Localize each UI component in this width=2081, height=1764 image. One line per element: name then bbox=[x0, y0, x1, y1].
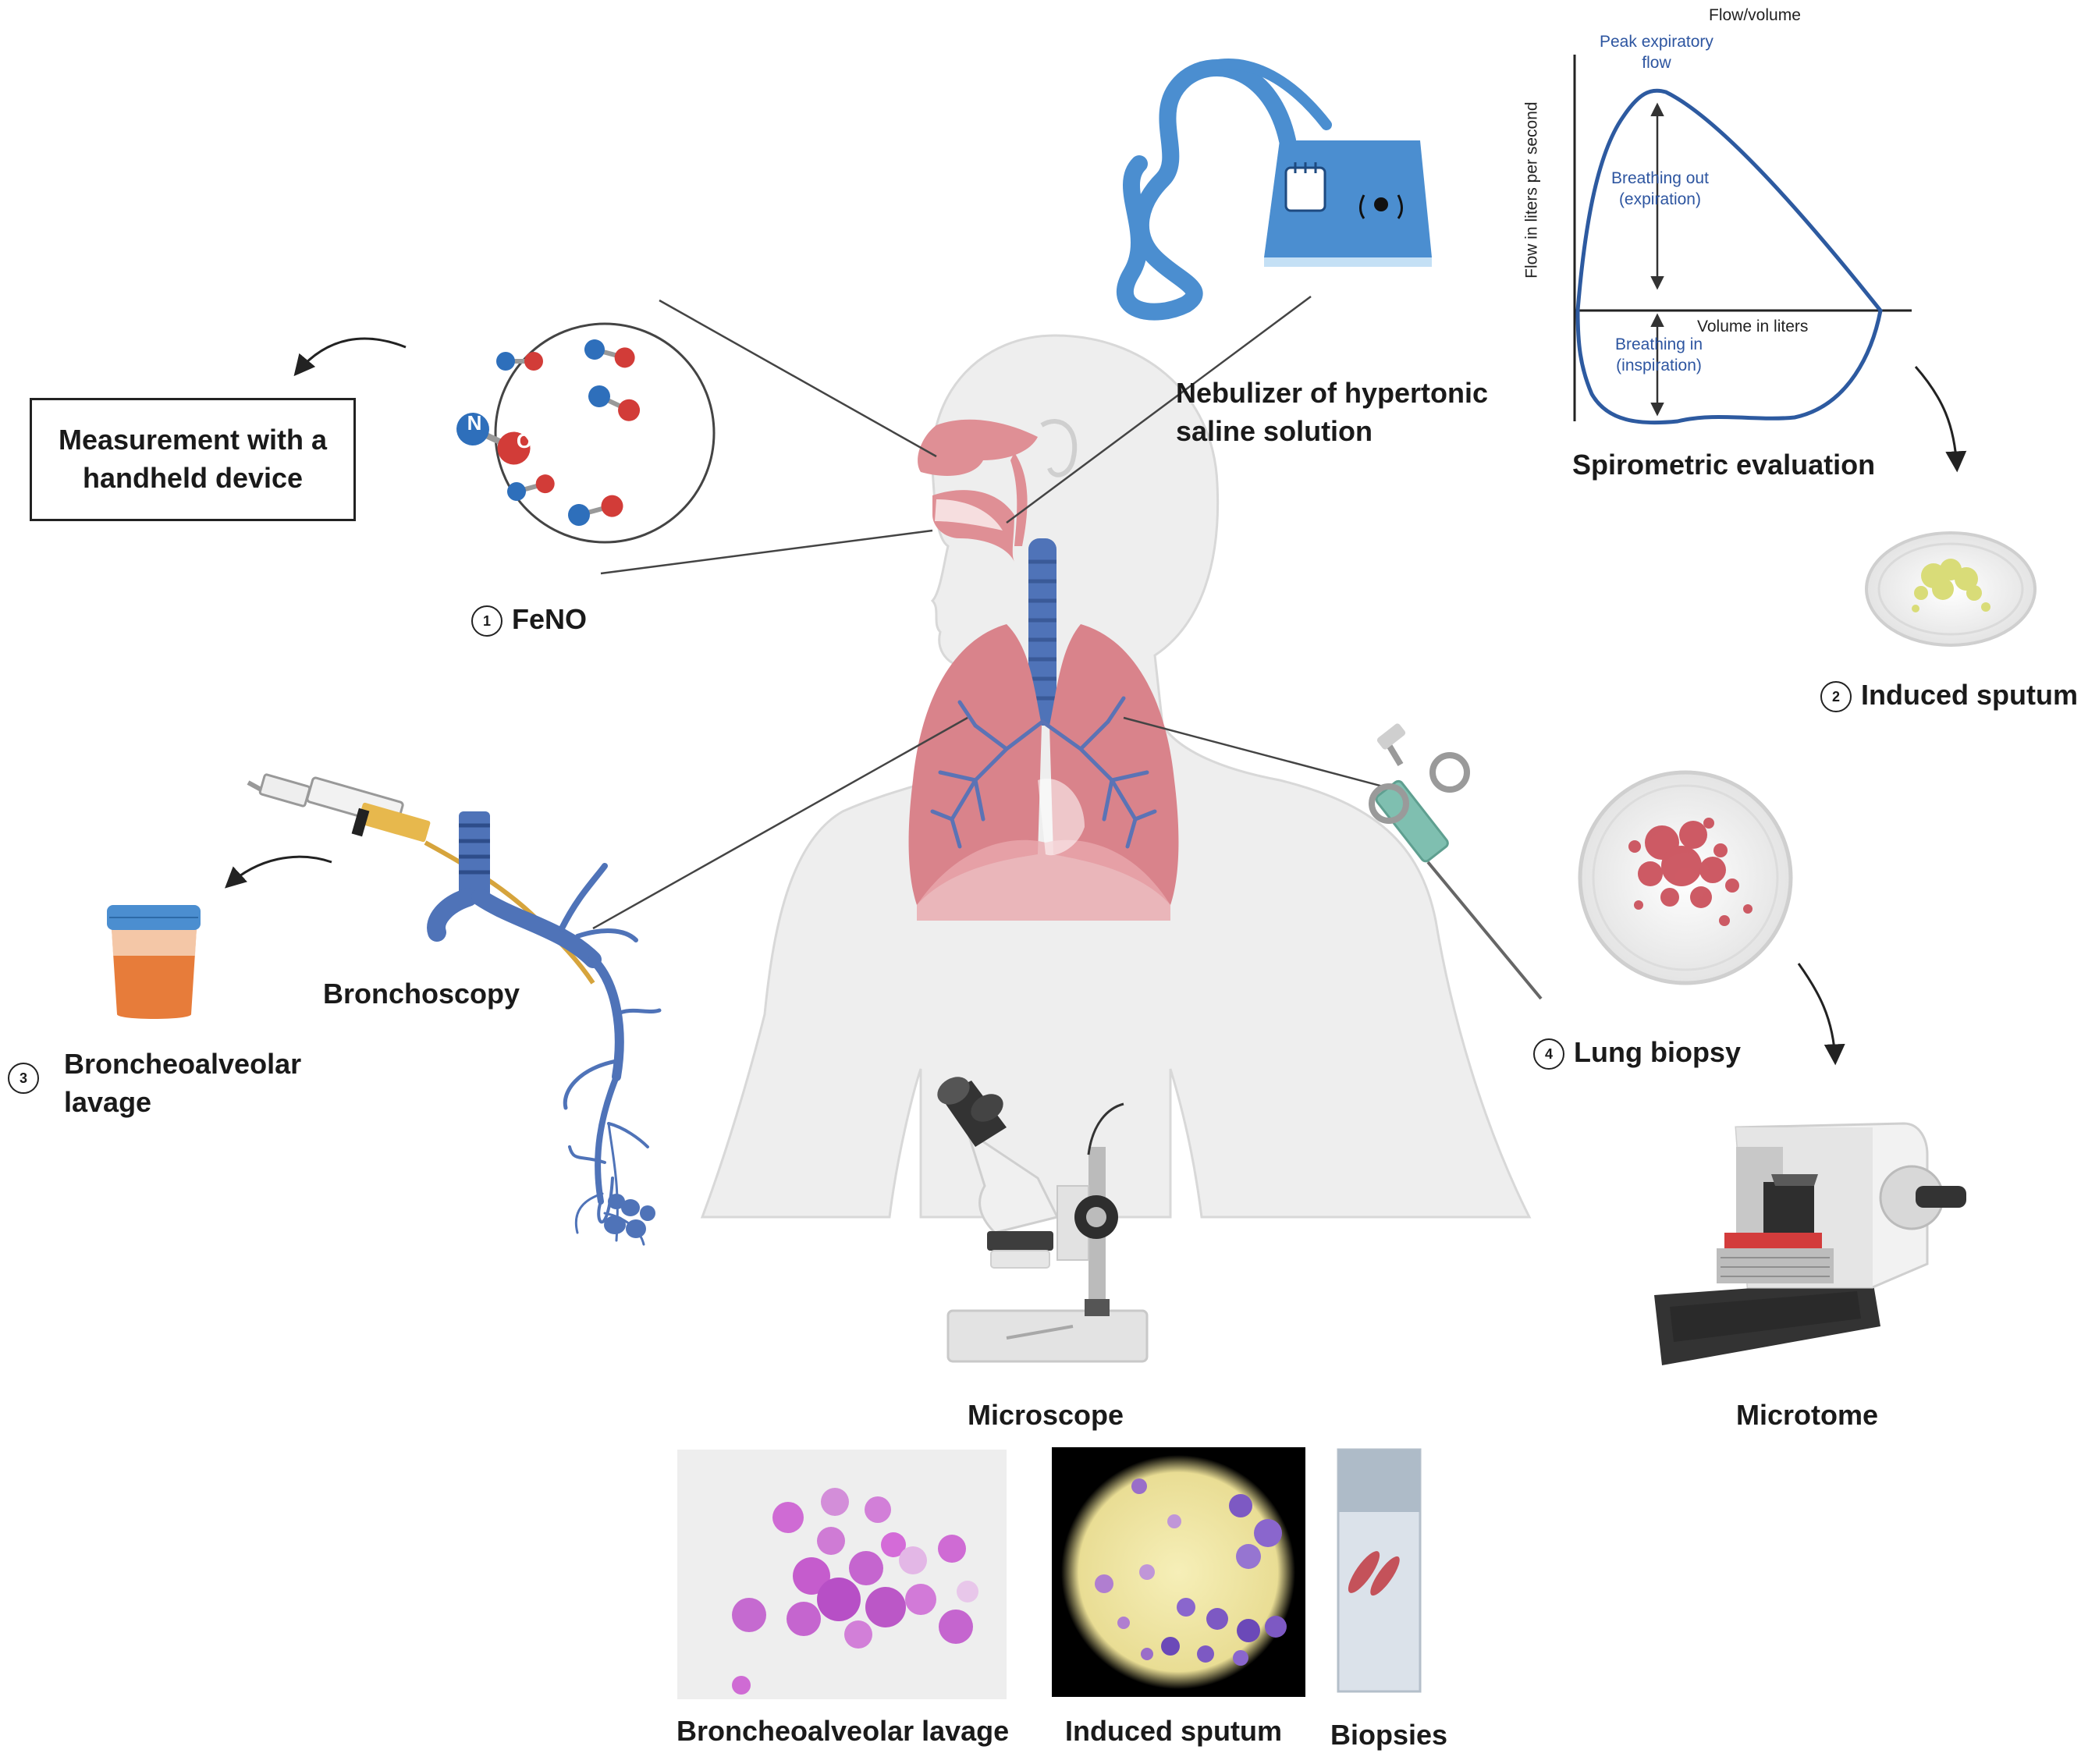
bal-label-line-1: Broncheoalveolar bbox=[64, 1048, 302, 1080]
nebulizer-label: Nebulizer of hypertonic saline solution bbox=[1176, 374, 1488, 450]
sample-label-biopsies: Biopsies bbox=[1330, 1719, 1448, 1751]
feno-label: 1 FeNO bbox=[471, 601, 587, 639]
left-lung bbox=[1049, 624, 1179, 905]
tongue bbox=[935, 499, 1003, 531]
nebulizer-cup-ticks bbox=[1294, 162, 1317, 173]
expiration-line-1: Breathing out bbox=[1611, 169, 1709, 187]
peak-flow-line-1: Peak expiratory bbox=[1600, 33, 1713, 51]
no-molecules bbox=[456, 339, 641, 526]
bal-micrograph bbox=[677, 1450, 1007, 1699]
molecule-letter-o: O bbox=[516, 429, 533, 453]
nebulizer-tube bbox=[1117, 59, 1296, 321]
feno-label-text: FeNO bbox=[512, 603, 588, 635]
microtome-illustration bbox=[1654, 1122, 1966, 1365]
bronchial-tree bbox=[930, 696, 1157, 849]
spirometry-arrow bbox=[1914, 366, 1967, 473]
microtome-label: Microtome bbox=[1736, 1399, 1879, 1431]
feno-measurement-text: Measurement with a handheld device bbox=[59, 421, 327, 497]
biopsy-arrow bbox=[1797, 963, 1845, 1066]
microtome-blade bbox=[1724, 1233, 1822, 1250]
spirometry-x-axis-label: Volume in liters bbox=[1697, 318, 1809, 335]
peak-flow-label: Peak expiratory flow bbox=[1600, 31, 1713, 74]
inspiration-line-2: (inspiration) bbox=[1616, 357, 1702, 375]
ear bbox=[1040, 419, 1078, 477]
alveoli bbox=[604, 1194, 655, 1238]
pharynx bbox=[1010, 453, 1028, 546]
bal-cells bbox=[732, 1488, 978, 1695]
nebulizer-tube-top bbox=[1181, 59, 1332, 130]
sputum-cells bbox=[1095, 1478, 1287, 1666]
spirometry-chart bbox=[1573, 55, 1967, 473]
microscope-cable bbox=[1087, 1102, 1124, 1155]
feno-measurement-line-2: handheld device bbox=[82, 462, 304, 494]
no-molecule bbox=[584, 339, 635, 368]
sample-label-bal: Broncheoalveolar lavage bbox=[677, 1715, 1010, 1747]
sputum-label: 2 Induced sputum bbox=[1820, 676, 2078, 715]
spirometry-y-axis-label: Flow in liters per second bbox=[1522, 101, 1541, 279]
inspiration-label: Breathing in (inspiration) bbox=[1615, 334, 1703, 377]
peak-flow-line-2: flow bbox=[1642, 54, 1671, 73]
bronchoscopy-label: Bronchoscopy bbox=[323, 978, 520, 1010]
diaphragm bbox=[917, 839, 1170, 921]
sputum-micrograph bbox=[1052, 1447, 1305, 1697]
nebulizer-label-line-2: saline solution bbox=[1176, 414, 1373, 447]
feno-illustration bbox=[293, 322, 716, 544]
heart bbox=[1038, 779, 1085, 856]
no-molecule-large bbox=[456, 413, 531, 465]
step-number-1: 1 bbox=[471, 605, 502, 637]
no-molecule bbox=[507, 474, 555, 501]
airway-tree-model bbox=[427, 811, 662, 1246]
nebulizer-base bbox=[1264, 257, 1432, 267]
microscope-head bbox=[965, 1128, 1060, 1234]
trachea-rings bbox=[1028, 559, 1056, 701]
bal-label: 3 Broncheoalveolar lavage bbox=[8, 1045, 301, 1121]
sputum-sample bbox=[1912, 559, 1990, 612]
feno-measurement-box: Measurement with a handheld device bbox=[30, 398, 356, 521]
biopsy-label-text: Lung biopsy bbox=[1574, 1036, 1741, 1068]
right-lung bbox=[908, 624, 1042, 905]
feno-measurement-line-1: Measurement with a bbox=[58, 424, 328, 456]
nebulizer-dial bbox=[1374, 197, 1388, 211]
biopsy-label: 4 Lung biopsy bbox=[1533, 1034, 1741, 1072]
spirometry-caption: Spirometric evaluation bbox=[1572, 449, 1876, 481]
nebulizer-cup bbox=[1284, 166, 1326, 212]
microscope-illustration bbox=[937, 1077, 1149, 1363]
no-molecule bbox=[568, 495, 623, 526]
molecule-letter-n: N bbox=[467, 411, 482, 435]
bal-sample-cup bbox=[107, 905, 201, 1019]
nasal-cavity bbox=[918, 419, 1038, 476]
feno-arrow bbox=[293, 337, 407, 377]
sample-label-sputum: Induced sputum bbox=[1065, 1715, 1282, 1747]
nebulizer-illustration bbox=[1117, 59, 1432, 321]
microtome-specimen-holder bbox=[1763, 1182, 1814, 1237]
microscope-label: Microscope bbox=[968, 1399, 1124, 1431]
sputum-petri-dish bbox=[1865, 531, 2037, 647]
step-number-2: 2 bbox=[1820, 681, 1852, 713]
expiration-line-2: (expiration) bbox=[1618, 190, 1701, 209]
step-number-4: 4 bbox=[1533, 1038, 1564, 1070]
biopsy-tissue-cells bbox=[1628, 818, 1753, 926]
expiration-label: Breathing out (expiration) bbox=[1611, 168, 1709, 211]
human-body-illustration bbox=[700, 334, 1532, 1219]
sputum-label-text: Induced sputum bbox=[1861, 679, 2078, 711]
biopsy-needle bbox=[1369, 723, 1543, 1000]
flow-volume-loop bbox=[1575, 88, 1883, 425]
nebulizer-label-line-1: Nebulizer of hypertonic bbox=[1176, 377, 1489, 409]
biopsy-slide bbox=[1337, 1448, 1422, 1693]
no-molecule bbox=[496, 352, 543, 371]
syringe-bronchoscopy bbox=[247, 773, 431, 843]
bal-arrow bbox=[225, 855, 332, 889]
connector-lines bbox=[592, 295, 1390, 930]
inspiration-line-1: Breathing in bbox=[1615, 335, 1703, 353]
microscope-base bbox=[946, 1309, 1149, 1363]
no-molecule bbox=[588, 385, 641, 421]
microtome-handle bbox=[1916, 1186, 1966, 1208]
step-number-3: 3 bbox=[8, 1063, 39, 1094]
bronchoscopy-illustration bbox=[107, 773, 662, 1246]
bal-label-line-2: lavage bbox=[64, 1085, 152, 1118]
spirometry-chart-title: Flow/volume bbox=[1709, 6, 1801, 24]
biopsy-petri-dish bbox=[1578, 770, 1845, 1066]
